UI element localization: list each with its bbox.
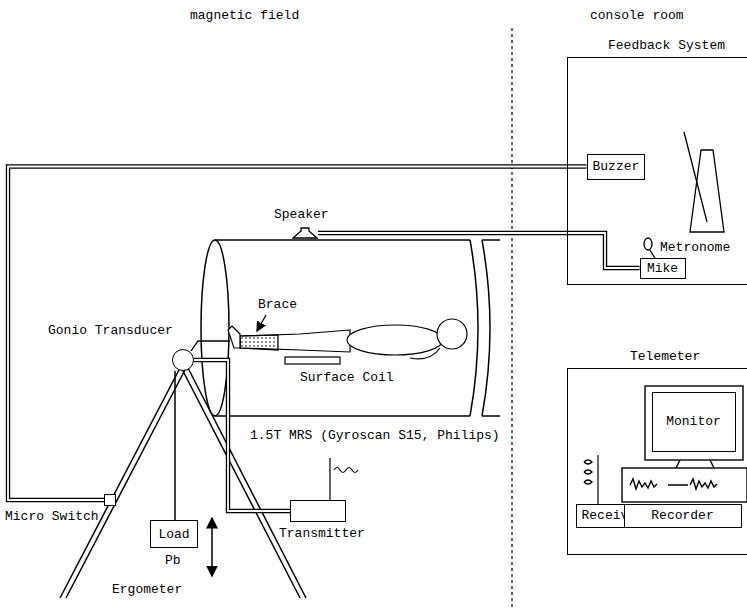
load-box: Load bbox=[150, 520, 198, 548]
leader-arrow bbox=[257, 315, 266, 331]
gonio-wire bbox=[191, 341, 230, 351]
part-label: Surface Coil bbox=[300, 370, 394, 385]
node-label: Gonio Transducer bbox=[48, 323, 173, 338]
transmitter-box: Transmitter bbox=[290, 500, 346, 522]
part-label: Brace bbox=[258, 297, 297, 312]
mrs-magnet bbox=[201, 240, 500, 416]
node-label: Speaker bbox=[274, 207, 329, 222]
node-label: Feedback System bbox=[608, 38, 725, 53]
recorder-box: Recorder bbox=[624, 504, 742, 528]
part-label: Ergometer bbox=[112, 582, 182, 597]
mike-box: Mike bbox=[640, 258, 686, 279]
ergometer-frame bbox=[60, 368, 306, 598]
node-label: Micro Switch bbox=[5, 509, 99, 524]
surface-coil bbox=[285, 357, 340, 364]
motion-arrow bbox=[211, 545, 213, 576]
computer bbox=[622, 386, 747, 502]
speaker-shape bbox=[292, 227, 318, 239]
buzzer-box: Buzzer bbox=[587, 154, 646, 180]
cable bbox=[318, 233, 640, 268]
metronome bbox=[684, 132, 724, 232]
node-label: Telemeter bbox=[630, 349, 700, 364]
motion-arrow bbox=[211, 518, 213, 545]
node-label: Mike bbox=[647, 261, 678, 276]
node-label: Monitor bbox=[666, 414, 721, 429]
part-label: Pb bbox=[165, 553, 181, 568]
transmitter-antenna bbox=[330, 458, 358, 500]
gonio-transducer: Gonio Transducer bbox=[172, 349, 194, 371]
subject bbox=[228, 319, 467, 359]
micro-switch: Micro Switch bbox=[104, 494, 116, 506]
node-label: Load bbox=[158, 527, 189, 542]
node-label: Recorder bbox=[651, 508, 713, 523]
monitor-screen: Monitor bbox=[652, 392, 736, 452]
part-label: magnetic field bbox=[190, 8, 299, 23]
speaker-symbol: Speaker bbox=[292, 227, 318, 239]
part-label: console room bbox=[590, 8, 684, 23]
node-label: Transmitter bbox=[279, 526, 365, 541]
telemeter-box: TelemeterMonitorReceiverRecorder bbox=[567, 368, 747, 555]
node-label: Buzzer bbox=[593, 159, 640, 174]
part-label: Metronome bbox=[660, 240, 730, 255]
cable bbox=[8, 167, 587, 501]
room-divider bbox=[511, 28, 512, 608]
part-label: 1.5T MRS (Gyroscan S15, Philips) bbox=[250, 428, 500, 443]
receiver-antenna bbox=[584, 455, 598, 504]
